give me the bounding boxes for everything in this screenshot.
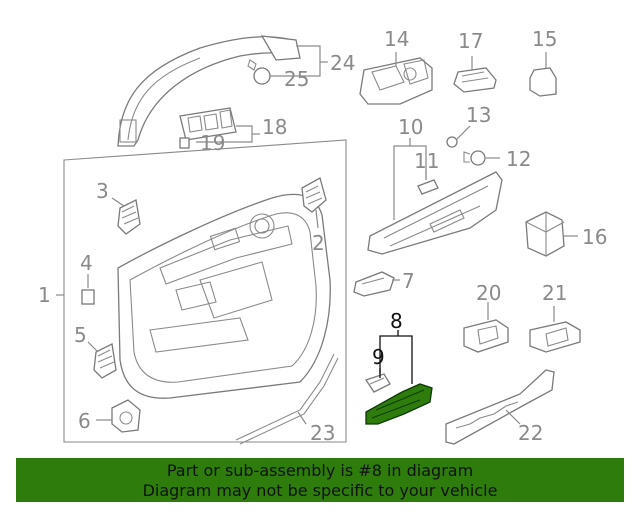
callout-7: 7 [402, 269, 415, 293]
callout-6: 6 [78, 409, 91, 433]
clip-6 [111, 399, 141, 433]
nut-13 [446, 136, 458, 148]
callout-14: 14 [384, 27, 409, 51]
switch-14 [359, 57, 433, 105]
callout-13: 13 [466, 103, 491, 127]
callout-17: 17 [458, 29, 483, 53]
absorber-22 [445, 369, 555, 445]
callout-12: 12 [506, 147, 531, 171]
callout-2: 2 [312, 231, 325, 255]
callout-3: 3 [96, 179, 109, 203]
clip-4 [81, 289, 95, 305]
callout-21: 21 [542, 281, 567, 305]
door-trim-panel [63, 139, 347, 443]
callout-24: 24 [330, 51, 355, 75]
callout-5: 5 [74, 323, 87, 347]
bracket-20 [463, 319, 509, 353]
callout-4: 4 [80, 251, 93, 275]
clip-11 [417, 179, 439, 195]
leader-lines [56, 45, 578, 425]
switch-15 [529, 67, 557, 97]
clip-19 [179, 137, 190, 149]
callout-1: 1 [38, 283, 51, 307]
clip-9 [364, 373, 391, 393]
grab-handle [117, 35, 301, 147]
callout-15: 15 [532, 27, 557, 51]
clip-3 [117, 199, 141, 235]
module-16 [525, 211, 565, 257]
weatherstrip-23 [235, 353, 339, 445]
trim-insert-10 [367, 171, 503, 255]
banner-line-2: Diagram may not be specific to your vehi… [142, 481, 498, 500]
callout-9: 9 [372, 345, 385, 369]
callout-22: 22 [518, 421, 543, 445]
handle-7 [353, 271, 395, 297]
callout-18: 18 [262, 115, 287, 139]
callout-8: 8 [390, 309, 403, 333]
callout-16: 16 [582, 225, 607, 249]
callout-23: 23 [310, 421, 335, 445]
banner-line-1: Part or sub-assembly is #8 in diagram [166, 461, 474, 480]
callout-labels: 1 2 3 4 5 6 7 8 9 10 11 12 13 14 15 16 1… [38, 27, 607, 445]
info-banner: Part or sub-assembly is #8 in diagram Di… [16, 458, 624, 502]
callout-10: 10 [398, 115, 423, 139]
highlighted-part-8 [365, 383, 433, 425]
switch-18 [179, 107, 237, 141]
callout-11: 11 [414, 149, 439, 173]
callout-19: 19 [200, 131, 225, 155]
callout-25: 25 [284, 67, 309, 91]
clip-2 [301, 177, 327, 213]
screw-25 [247, 59, 271, 85]
callout-20: 20 [476, 281, 501, 305]
switch-17 [453, 67, 497, 93]
screw-12 [463, 150, 486, 166]
bracket-21 [529, 321, 581, 353]
clip-5 [93, 343, 117, 379]
